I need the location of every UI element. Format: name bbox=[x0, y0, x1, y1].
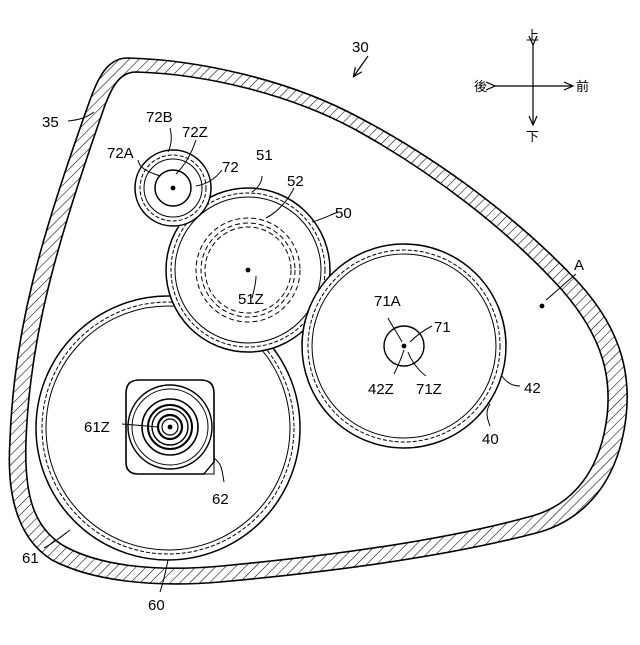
label-61Z: 61Z bbox=[84, 419, 110, 436]
label-71Z: 71Z bbox=[416, 381, 442, 398]
compass-up-label: 上 bbox=[526, 29, 539, 44]
axis-72Z bbox=[171, 186, 176, 191]
direction-compass bbox=[494, 44, 572, 124]
label-72A: 72A bbox=[107, 145, 134, 162]
label-72: 72 bbox=[222, 159, 239, 176]
label-72Z: 72Z bbox=[182, 124, 208, 141]
axis-61Z bbox=[168, 425, 173, 430]
label-51: 51 bbox=[256, 147, 273, 164]
label-52: 52 bbox=[287, 173, 304, 190]
label-51Z: 51Z bbox=[238, 291, 264, 308]
label-30: 30 bbox=[352, 39, 369, 56]
label-71A: 71A bbox=[374, 293, 401, 310]
compass-front-label: 前 bbox=[576, 79, 589, 95]
axis-51Z bbox=[246, 268, 251, 273]
point-A-marker bbox=[540, 304, 545, 309]
label-60: 60 bbox=[148, 597, 165, 614]
label-50: 50 bbox=[335, 205, 352, 222]
compass-down-label: 下 bbox=[526, 130, 539, 145]
label-62: 62 bbox=[212, 491, 229, 508]
label-42Z: 42Z bbox=[368, 381, 394, 398]
label-71: 71 bbox=[434, 319, 451, 336]
label-35: 35 bbox=[42, 114, 59, 131]
label-61: 61 bbox=[22, 550, 39, 567]
arrow-30 bbox=[354, 56, 368, 76]
axis-42Z bbox=[402, 344, 407, 349]
compass-back-label: 後 bbox=[474, 80, 487, 95]
label-40: 40 bbox=[482, 431, 499, 448]
label-72B: 72B bbox=[146, 109, 173, 126]
label-A: A bbox=[574, 257, 584, 274]
label-42: 42 bbox=[524, 380, 541, 397]
